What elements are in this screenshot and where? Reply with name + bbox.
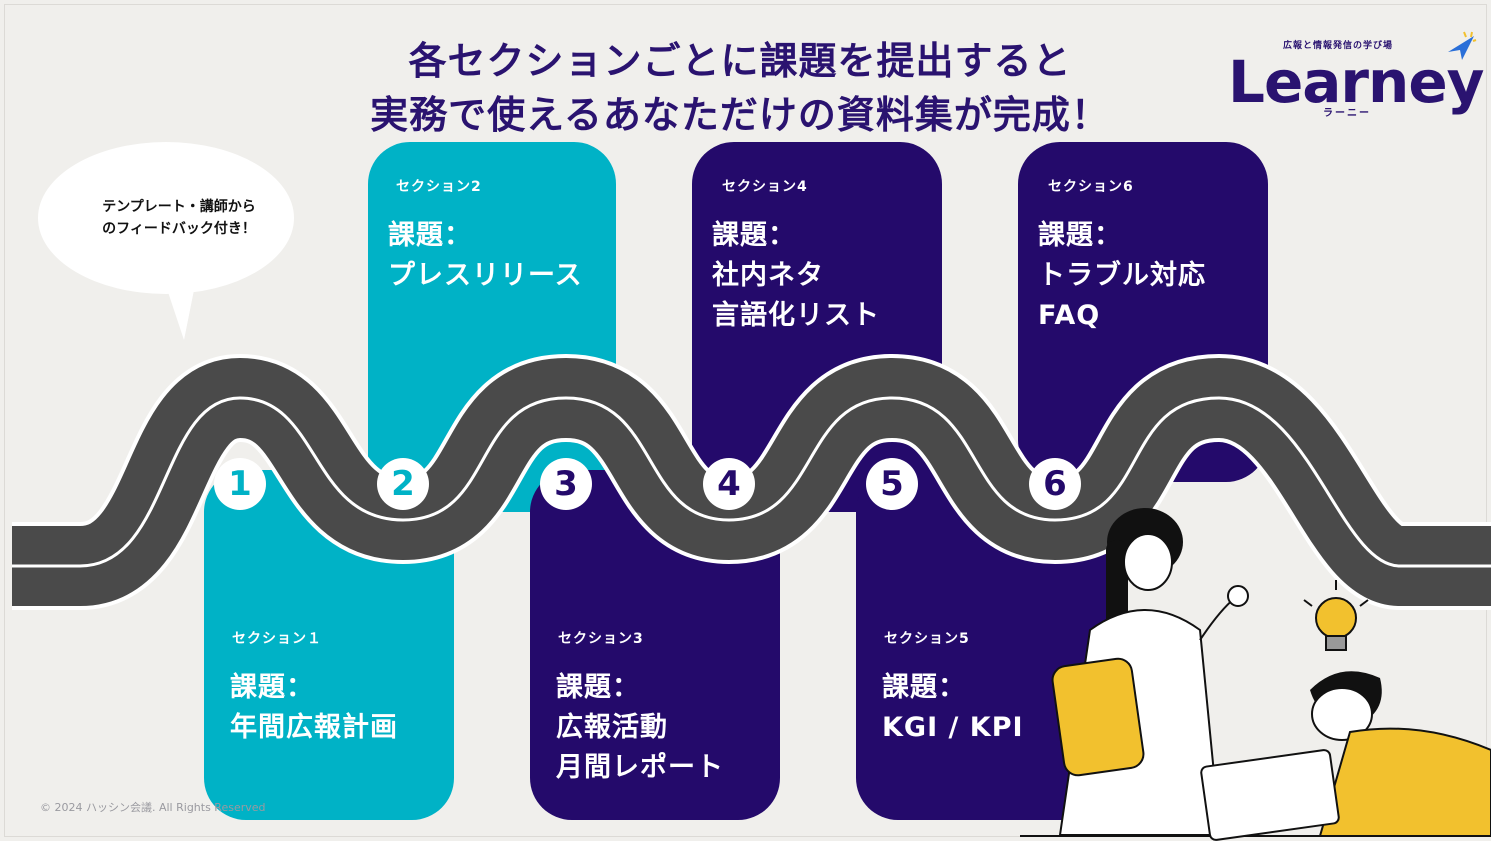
- bubble-line-1: テンプレート・講師から: [102, 199, 256, 215]
- task-line-1: KGI / KPI: [882, 712, 1024, 743]
- copyright-text: © 2024 ハッシン会議. All Rights Reserved: [40, 801, 266, 814]
- paper-plane-icon: [1448, 31, 1477, 60]
- task-heading: 課題：: [712, 220, 796, 251]
- learney-logo: 広報と情報発信の学び場 Learney ラーニー: [1228, 30, 1484, 130]
- logo-tagline: 広報と情報発信の学び場: [1283, 41, 1394, 51]
- section-label: セクション１: [232, 631, 322, 647]
- task-line-2: FAQ: [1038, 300, 1101, 331]
- section-task: 課題： 広報活動 月間レポート: [556, 668, 724, 788]
- page-title: 各セクションごとに課題を提出すると 実務で使えるあなただけの資料集が完成！: [330, 34, 1150, 142]
- task-line-2: 月間レポート: [556, 752, 724, 783]
- task-line-1: トラブル対応: [1038, 260, 1206, 291]
- bubble-line-2: のフィードバック付き！: [102, 221, 256, 237]
- people-illustration: [1020, 508, 1491, 841]
- section-number-5: 5: [866, 458, 918, 510]
- section-label: セクション6: [1048, 179, 1134, 195]
- task-heading: 課題：: [556, 672, 640, 703]
- section-label: セクション2: [396, 179, 482, 195]
- task-line-1: 社内ネタ: [712, 260, 824, 291]
- section-task: 課題： 年間広報計画: [230, 668, 398, 748]
- task-line-1: 年間広報計画: [230, 712, 398, 743]
- section-task: 課題： 社内ネタ 言語化リスト: [712, 216, 880, 336]
- task-line-2: 言語化リスト: [712, 300, 880, 331]
- section-number-2: 2: [377, 458, 429, 510]
- section-task: 課題： トラブル対応 FAQ: [1038, 216, 1206, 336]
- winding-road: [12, 354, 1491, 610]
- section-number-1: 1: [214, 458, 266, 510]
- title-line-2: 実務で使えるあなただけの資料集が完成！: [370, 93, 1110, 137]
- task-heading: 課題：: [388, 220, 472, 251]
- section-number-6: 6: [1029, 458, 1081, 510]
- task-line-1: 広報活動: [556, 712, 668, 743]
- slide-frame: [4, 4, 1487, 837]
- section-number-4: 4: [703, 458, 755, 510]
- section-task: 課題： プレスリリース: [388, 216, 583, 296]
- title-line-1: 各セクションごとに課題を提出すると: [408, 39, 1072, 83]
- section-label: セクション3: [558, 631, 644, 647]
- section-card-4: セクション4 課題： 社内ネタ 言語化リスト: [692, 142, 942, 512]
- bubble-text: テンプレート・講師から のフィードバック付き！: [64, 196, 294, 240]
- speech-bubble: [38, 142, 294, 340]
- task-heading: 課題：: [1038, 220, 1122, 251]
- section-number-3: 3: [540, 458, 592, 510]
- logo-wordmark: Learney: [1228, 48, 1484, 116]
- section-label: セクション4: [722, 179, 808, 195]
- task-heading: 課題：: [230, 672, 314, 703]
- section-task: 課題： KGI / KPI: [882, 668, 1024, 748]
- task-heading: 課題：: [882, 672, 966, 703]
- task-line-1: プレスリリース: [388, 260, 583, 291]
- section-label: セクション5: [884, 631, 970, 647]
- logo-kana: ラーニー: [1323, 108, 1371, 119]
